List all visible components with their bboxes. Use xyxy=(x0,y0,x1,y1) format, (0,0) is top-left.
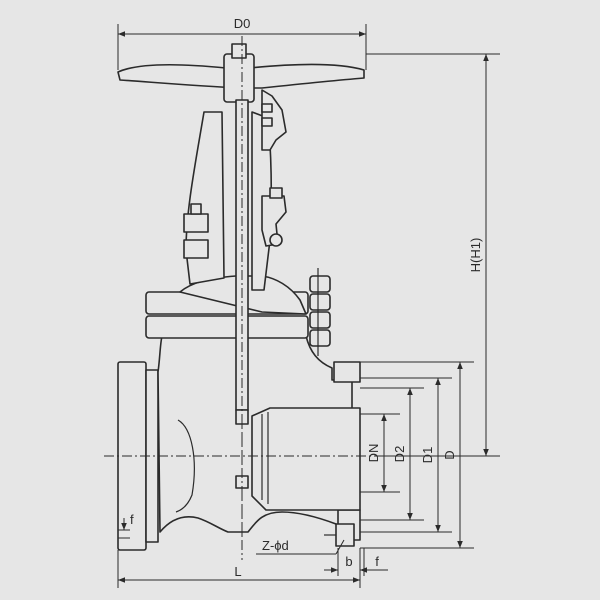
stud-2 xyxy=(309,293,331,311)
d-label: D xyxy=(442,450,457,459)
dimension-f-right: f xyxy=(363,548,388,576)
seat-section xyxy=(251,407,361,511)
bracket-cap xyxy=(269,187,283,199)
dimension-d1: D1 xyxy=(360,377,452,533)
bolt-leader-tip xyxy=(335,539,345,555)
left-port-contour xyxy=(175,419,195,513)
gland-bolt-left-lower xyxy=(183,239,209,259)
dimension-d2: D2 xyxy=(360,387,424,521)
stem-nut xyxy=(231,43,247,59)
dimension-d: D xyxy=(360,361,474,549)
bonnet-flange-lower xyxy=(145,315,309,339)
dimension-b: b xyxy=(324,548,374,576)
f-right-label: f xyxy=(375,554,379,569)
dimension-f-left: f xyxy=(118,512,134,539)
handwheel-hub xyxy=(223,53,255,103)
stud-1 xyxy=(309,275,331,293)
d2-label: D2 xyxy=(392,446,407,463)
stud-3 xyxy=(309,311,331,329)
b-label: b xyxy=(345,554,352,569)
handwheel xyxy=(117,43,365,103)
packing-nut-2 xyxy=(261,117,273,127)
bonnet-studs xyxy=(309,268,331,356)
dimension-dn: DN xyxy=(360,413,400,493)
dimension-h: H(H1) xyxy=(366,53,500,457)
h-label: H(H1) xyxy=(468,238,483,273)
d0-label: D0 xyxy=(234,16,251,31)
d1-label: D1 xyxy=(420,447,435,464)
bolt-head-left xyxy=(190,203,202,215)
dimension-d0: D0 xyxy=(117,16,367,70)
drain-boss xyxy=(335,523,355,547)
bolt-callout: Z-ϕd xyxy=(256,538,345,555)
stud-4 xyxy=(309,329,331,347)
l-label: L xyxy=(234,564,241,579)
dimension-l: L xyxy=(117,548,361,588)
bracket-nut xyxy=(269,233,283,247)
gland-bolt-left-upper xyxy=(183,213,209,233)
bolt-label: Z-ϕd xyxy=(262,538,289,553)
right-flange-top xyxy=(333,361,361,383)
packing-nut-1 xyxy=(261,103,273,113)
dn-label: DN xyxy=(366,444,381,463)
f-left-label: f xyxy=(130,512,134,527)
